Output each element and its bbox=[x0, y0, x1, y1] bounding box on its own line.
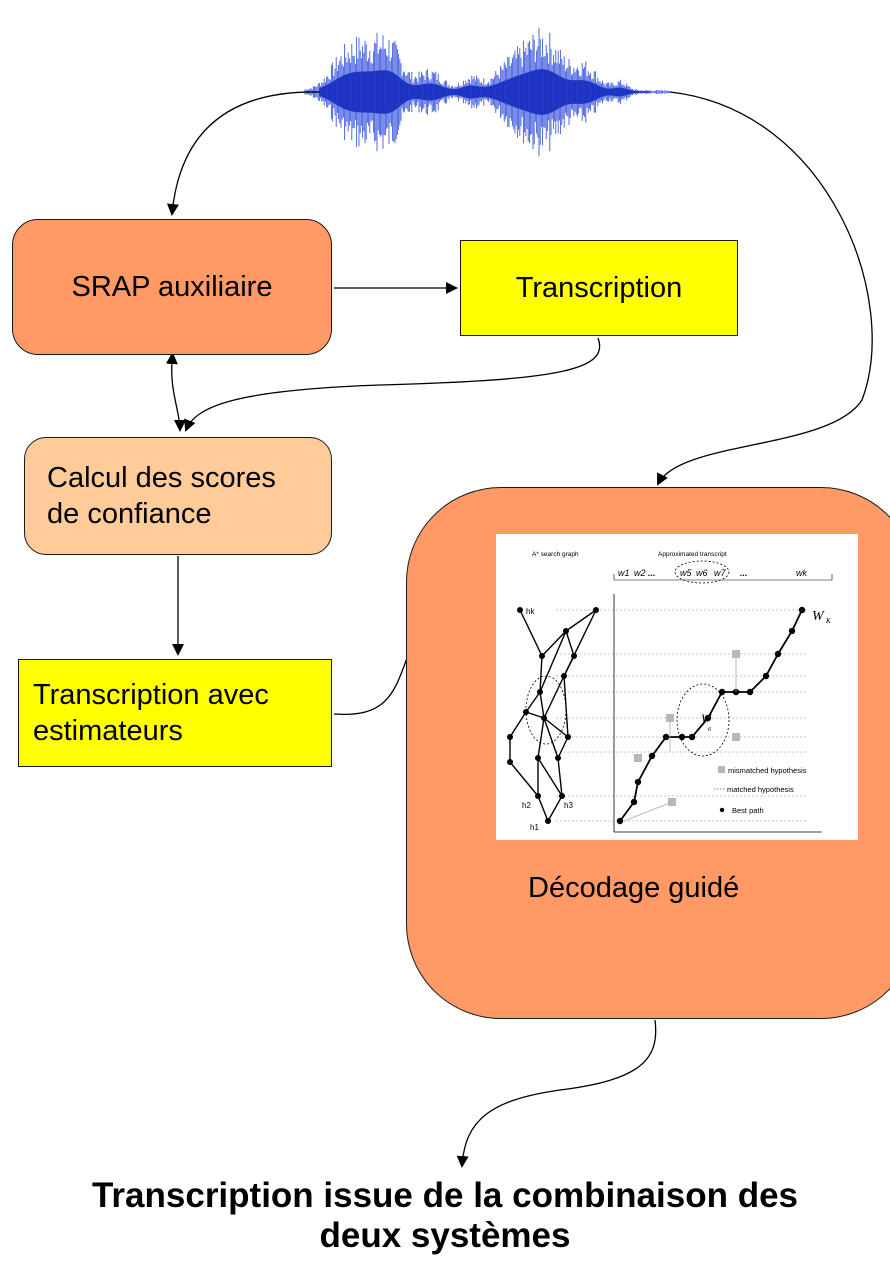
word-dots-2: ... bbox=[740, 568, 748, 578]
wk-label: W bbox=[812, 609, 825, 624]
srap-auxiliaire-box: SRAP auxiliaire bbox=[12, 219, 332, 355]
word-wk: wk bbox=[796, 568, 807, 578]
word-w6: w6 bbox=[696, 568, 708, 578]
legend-matched: matched hypothesis bbox=[727, 785, 794, 794]
search-graph-svg: A* search graph Approximated transcript … bbox=[507, 551, 833, 833]
arrow-decodage-to-output bbox=[456, 1019, 657, 1168]
decodage-label: Décodage guidé bbox=[528, 872, 740, 904]
word-w1: w1 bbox=[618, 568, 630, 578]
wk-sub: K bbox=[825, 617, 831, 625]
legend-best-path: Best path bbox=[732, 806, 764, 815]
word-dots-1: ... bbox=[648, 568, 656, 578]
transcription-box: Transcription bbox=[460, 240, 738, 336]
node-hk-label: hk bbox=[526, 607, 535, 616]
word-w5: w5 bbox=[680, 568, 692, 578]
calcul-scores-box: Calcul des scores de confiance bbox=[24, 437, 332, 555]
arrow-wave-to-decodage bbox=[657, 91, 873, 486]
arrow-srap-calcul bbox=[165, 352, 186, 432]
legend-mismatched: mismatched hypothesis bbox=[728, 766, 807, 775]
calcul-label-line1: Calcul des scores bbox=[47, 462, 276, 494]
w6-sub: 6 bbox=[708, 727, 711, 733]
transcript-title: Approximated transcript bbox=[658, 551, 727, 558]
search-graph-figure: A* search graph Approximated transcript … bbox=[496, 534, 858, 840]
graph-title: A* search graph bbox=[532, 551, 579, 558]
w6-label: W bbox=[701, 711, 712, 725]
audio-waveform-icon bbox=[304, 27, 671, 157]
transcription-estimateurs-box: Transcription avec estimateurs bbox=[18, 659, 332, 767]
w6-highlight bbox=[676, 683, 730, 757]
srap-label: SRAP auxiliaire bbox=[71, 270, 273, 303]
node-h1-label: h1 bbox=[530, 823, 539, 832]
final-output-title: Transcription issue de la combinaison de… bbox=[0, 1176, 890, 1256]
w5-w7-highlight bbox=[674, 560, 730, 584]
arrow-wave-to-srap bbox=[166, 91, 321, 216]
trans-est-label-line1: Transcription avec bbox=[33, 679, 269, 711]
transcription-label: Transcription bbox=[515, 271, 683, 304]
word-w7: w7 bbox=[714, 568, 726, 578]
trans-est-label-line2: estimateurs bbox=[33, 715, 183, 747]
calcul-label-line2: de confiance bbox=[47, 498, 212, 530]
word-w2: w2 bbox=[634, 568, 646, 578]
arrow-transcription-to-calcul bbox=[184, 337, 601, 432]
final-title-line2: deux systèmes bbox=[319, 1216, 571, 1255]
node-h2-label: h2 bbox=[522, 801, 531, 810]
final-title-line1: Transcription issue de la combinaison de… bbox=[91, 1176, 799, 1215]
node-h3-label: h3 bbox=[564, 801, 573, 810]
